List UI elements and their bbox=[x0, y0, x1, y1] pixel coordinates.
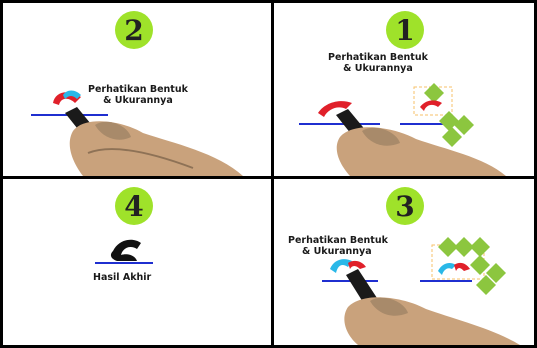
letter-stroke-icon bbox=[348, 261, 366, 269]
panel-step-2: 2 Perhatikan Bentuk & Ukurannya bbox=[3, 3, 271, 176]
letter-stroke-icon bbox=[111, 240, 141, 261]
letter-stroke-icon bbox=[330, 259, 352, 273]
hand-holding-pen-icon bbox=[336, 109, 506, 176]
instruction-caption: Perhatikan Bentuk & Ukurannya bbox=[88, 84, 188, 106]
panel-step-3: 3 Perhatikan Bentuk & Ukurannya bbox=[274, 179, 534, 345]
panel-step-1: 1 Perhatikan Bentuk & Ukurannya bbox=[274, 3, 534, 176]
diamond-guide-icon bbox=[414, 83, 474, 147]
caption-line-1: Perhatikan Bentuk bbox=[328, 52, 428, 63]
caption-line-2: & Ukurannya bbox=[88, 95, 188, 106]
step-number-badge: 3 bbox=[386, 187, 424, 225]
diamond-guide-icon bbox=[432, 237, 506, 295]
caption-line-2: & Ukurannya bbox=[328, 63, 428, 74]
caption-line-1: Perhatikan Bentuk bbox=[288, 235, 388, 246]
instruction-caption: Perhatikan Bentuk & Ukurannya bbox=[288, 235, 388, 257]
caption-line-1: Perhatikan Bentuk bbox=[88, 84, 188, 95]
step-number-badge: 4 bbox=[115, 187, 153, 225]
step-number-badge: 1 bbox=[386, 11, 424, 49]
result-caption: Hasil Akhir bbox=[93, 272, 151, 283]
panel-step-4: 4 Hasil Akhir bbox=[3, 179, 271, 345]
instruction-caption: Perhatikan Bentuk & Ukurannya bbox=[328, 52, 428, 74]
hand-holding-pen-icon bbox=[65, 107, 243, 176]
caption-line-2: & Ukurannya bbox=[288, 246, 388, 257]
panel-divider-horizontal bbox=[0, 176, 537, 179]
step-number-badge: 2 bbox=[115, 11, 153, 49]
panel-divider-vertical bbox=[271, 0, 274, 348]
